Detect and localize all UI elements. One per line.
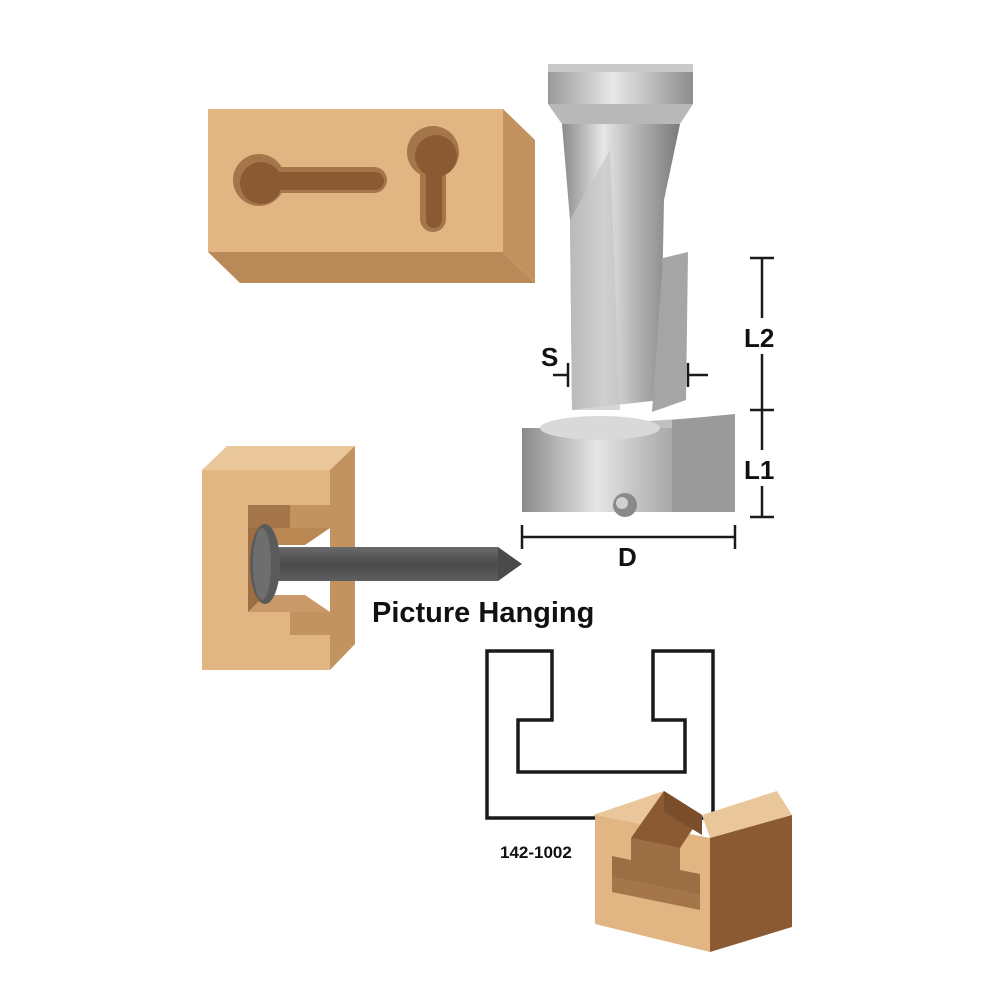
horizontal-keyhole-slot [233, 154, 387, 206]
label-l2: L2 [744, 323, 774, 353]
vertical-keyhole-slot [407, 126, 459, 232]
t-slot-wood-block [593, 791, 792, 952]
t-slot-router-bit [522, 64, 735, 517]
part-number: 142-1002 [500, 843, 572, 862]
t-slot-profile-outline [485, 649, 715, 820]
label-l1: L1 [744, 455, 774, 485]
keyhole-slot-block [208, 109, 535, 283]
label-s: S [541, 342, 558, 372]
nail-icon [250, 524, 522, 604]
picture-hanging-block [202, 446, 522, 670]
label-d: D [618, 542, 637, 572]
caption-picture-hanging: Picture Hanging [372, 597, 594, 629]
